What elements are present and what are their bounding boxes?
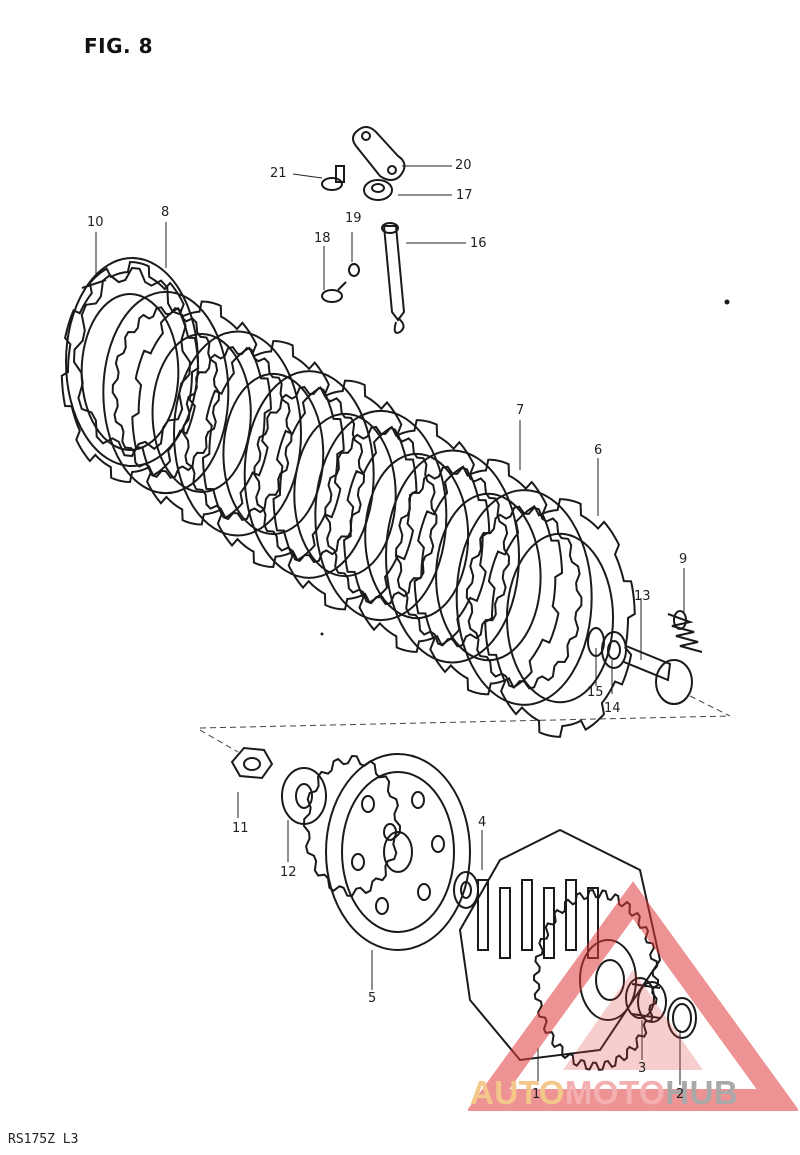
friction-plate-inner [293,412,397,578]
friction-plate [343,419,491,653]
hub-spline [302,754,402,898]
drive-plate-inner-teeth [465,505,583,690]
hub-bolt-hole [351,853,365,871]
drive-plate-inner-teeth [324,425,438,606]
hub-bolt-hole [375,897,389,915]
hub-inner-face [341,771,455,933]
friction-plate [60,260,200,484]
clutch-sleeve-hub-5 [302,753,471,951]
oil-seal-17 [363,179,393,201]
callout-11: 11 [232,821,249,836]
housing-slot [477,879,489,951]
washer-19 [348,263,360,277]
speck [724,299,730,305]
pressure-plate-outer [65,257,199,467]
watermark-triangle-logo [468,881,798,1111]
callout-13: 13 [634,589,651,604]
hub-bolt-hole [383,823,397,841]
friction-plate-inner [222,372,325,536]
hub-bolt-hole [417,883,431,901]
hub-center [383,831,413,873]
watermark-part-moto: MOTO [564,1074,666,1111]
needle-bearing-3 [625,977,667,1023]
assembly-lines [199,695,731,753]
bearing-14 [601,631,627,669]
clutch-plate-stack [60,257,636,738]
callout-5: 5 [368,991,377,1006]
hub-bolt-hole [361,795,375,813]
clutch-bolt-13 [623,645,693,705]
callout-10: 10 [87,215,104,230]
hub-bolt-hole [411,791,425,809]
callout-2: 2 [676,1087,685,1102]
callout-18: 18 [314,231,331,246]
hub-bolt-hole [431,835,445,853]
callout-17: 17 [456,188,473,203]
callout-9: 9 [679,552,688,567]
friction-plate [484,498,636,738]
drive-plate [314,409,448,622]
leader-lines [95,165,685,1085]
callout-19: 19 [345,211,362,226]
housing-slot [521,879,533,951]
housing-slot [499,887,511,959]
callout-6: 6 [594,443,603,458]
nut-11 [230,746,274,780]
drive-plate-inner-teeth [253,385,366,564]
callout-15: 15 [587,685,604,700]
housing-basket [458,828,662,1062]
model-code: RS175Z L3 [8,1132,79,1147]
friction-plate-inner [505,532,615,704]
drive-plate [102,290,230,495]
push-shaft-16 [381,222,406,334]
drive-plate [243,370,375,579]
callout-8: 8 [161,205,170,220]
callout-14: 14 [604,701,621,716]
friction-plate [413,458,564,696]
callout-4: 4 [478,815,487,830]
friction-plate-inner [151,332,252,494]
hub-face [325,753,471,951]
screw-18 [321,281,347,303]
bolt-21 [321,165,345,191]
spacer-2 [667,997,697,1039]
speck [320,632,324,636]
housing-slot [565,879,577,951]
watermark-part-hub: HUB [665,1074,739,1111]
callout-21: 21 [270,166,287,181]
drive-plate-inner-teeth [394,465,511,648]
housing-bore [595,959,625,1001]
callout-7: 7 [516,403,525,418]
drive-plate [173,330,302,537]
watermark-text: AUTOMOTOHUB [470,1074,738,1112]
push-lever [352,126,406,181]
callout-20: 20 [455,158,472,173]
drive-plate [385,449,520,664]
drive-plate [455,489,593,706]
figure-title: FIG. 8 [84,34,153,58]
callout-3: 3 [638,1061,647,1076]
watermark-part-auto: AUTO [470,1074,565,1111]
callout-1: 1 [532,1087,541,1102]
pressure-plate-inner [72,266,192,458]
callout-12: 12 [280,865,297,880]
clutch-spring-9 [667,610,703,653]
callout-16: 16 [470,236,487,251]
